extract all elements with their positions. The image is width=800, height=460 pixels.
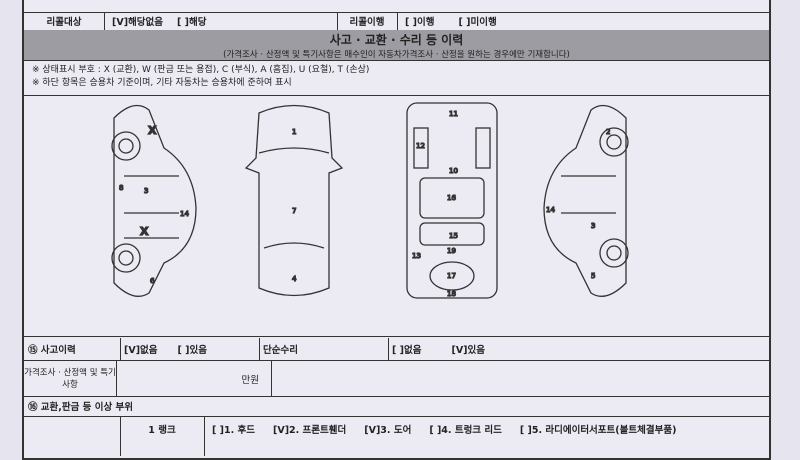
mark-x: X [148,124,157,137]
recall-not-done[interactable]: [ ]미이행 [458,17,497,28]
part-label: 14 [180,210,189,218]
rank-label: 1 랭크 [120,416,205,456]
recall-label: 리콜대상 [24,12,105,30]
repair-label: 단순수리 [259,338,389,360]
history-header: 사고 · 교환 · 수리 등 이력 (가격조사 · 산정액 및 특기사항은 매수… [24,30,769,61]
part-trunk-lid[interactable]: [ ]4. 트렁크 리드 [429,425,502,436]
repair-none[interactable]: [ ]없음 [392,345,422,356]
part-label: 14 [546,206,555,214]
part-label: 2 [606,128,610,136]
top-row [24,0,769,13]
part-label: 7 [292,207,296,215]
part-label: 19 [447,247,456,255]
part-label: 6 [150,277,155,285]
recall-row: 리콜대상 [V]해당없음 [ ]해당 리콜이행 [ ]이행 [ ]미이행 [24,12,769,31]
legend-symbols: ※ 상태표시 부호 : X (교환), W (판금 또는 용접), C (부식)… [32,65,370,75]
accident-none[interactable]: [V]없음 [124,345,158,356]
rear-wheel [599,238,629,268]
recall-option-none[interactable]: [V]해당없음 [112,17,163,28]
part-label: 11 [449,110,458,118]
rear-wheel [111,243,141,273]
part-label: 18 [447,290,456,298]
repair-yes[interactable]: [V]있음 [451,345,486,356]
legend-note: ※ 하단 항목은 승용차 기준이며, 기타 자동차는 승용차에 준하여 표시 [32,78,292,88]
left-side-diagram: X X 3 6 8 14 [111,104,197,297]
part-door[interactable]: [V]3. 도어 [364,425,412,436]
mark-x: X [140,225,149,238]
part-label: 3 [144,187,148,195]
top-view-diagram: 1 7 4 [244,104,344,297]
part-label: 17 [447,272,456,280]
rank1-row: 1 랭크 [ ]1. 후드 [V]2. 프론트휀더 [V]3. 도어 [ ]4.… [24,416,769,456]
right-side-diagram: 2 3 5 14 [543,104,629,297]
front-wheel [599,127,629,157]
history-title: 사고 · 교환 · 수리 등 이력 [329,33,464,47]
parts-label: ⑯ 교환,판금 등 이상 부위 [28,402,133,413]
part-label: 15 [449,232,458,240]
part-front-fender[interactable]: [V]2. 프론트휀더 [273,425,347,436]
part-label: 3 [591,222,595,230]
recall-done[interactable]: [ ]이행 [405,17,435,28]
part-label: 13 [412,252,421,260]
part-label: 12 [416,142,425,150]
part-hood[interactable]: [ ]1. 후드 [212,425,255,436]
price-unit: 만원 [120,360,272,396]
part-label: 10 [449,167,458,175]
front-wheel [111,131,141,161]
history-subtitle: (가격조사 · 산정액 및 특기사항은 매수인이 자동차가격조사 · 산정을 원… [223,50,570,60]
recall-status-label: 리콜이행 [337,12,398,30]
part-label: 1 [292,128,296,136]
part-label: 4 [292,275,297,283]
price-label: 가격조사 · 산정액 및 특기사항 [24,360,117,396]
accident-yes[interactable]: [ ]있음 [177,345,208,356]
legend: ※ 상태표시 부호 : X (교환), W (판금 또는 용접), C (부식)… [32,64,369,90]
accident-label: ⑮ 사고이력 [24,338,121,360]
frame-diagram: 10 11 12 13 15 16 17 18 19 [406,102,498,299]
part-label: 8 [119,184,123,192]
accident-row: ⑮ 사고이력 [V]없음 [ ]있음 단순수리 [ ]없음 [V]있음 [24,338,769,361]
part-radiator-support[interactable]: [ ]5. 라디에이터서포트(볼트체결부품) [519,425,677,436]
recall-option-yes[interactable]: [ ]해당 [177,17,207,28]
part-label: 16 [447,194,456,202]
price-row: 가격조사 · 산정액 및 특기사항 만원 [24,360,769,397]
part-label: 5 [591,272,595,280]
inspection-document: 리콜대상 [V]해당없음 [ ]해당 리콜이행 [ ]이행 [ ]미이행 사고 · … [22,0,771,460]
